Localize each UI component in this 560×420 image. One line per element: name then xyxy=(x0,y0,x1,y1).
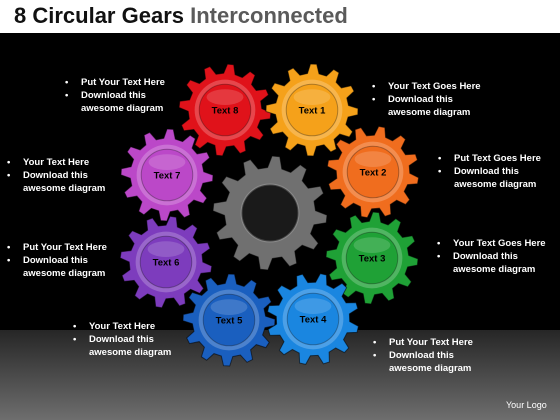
callout-line: Download this xyxy=(64,89,165,102)
page-title: 8 Circular Gears Interconnected xyxy=(14,3,348,29)
gear-text-5-label: Text 5 xyxy=(216,316,243,327)
gear-text-1-shine xyxy=(293,89,331,105)
callout-line: awesome diagram xyxy=(89,347,172,358)
callout-left-upper: Your Text Here Download this awesome dia… xyxy=(6,156,105,195)
callout-line: awesome diagram xyxy=(453,264,536,275)
gear-text-7-hub xyxy=(140,148,194,202)
callout-line: Put Your Text Here xyxy=(6,241,107,254)
header-bar: 8 Circular Gears Interconnected xyxy=(0,0,560,33)
callout-line: Put Your Text Here xyxy=(372,336,473,349)
gear-center-hole xyxy=(241,184,299,242)
callout-bottom-left: Your Text Here Download this awesome dia… xyxy=(72,320,171,359)
title-main: 8 Circular Gears xyxy=(14,3,184,28)
gear-center-rim xyxy=(240,183,300,243)
logo-text: Your Logo xyxy=(506,400,547,410)
callout-line: Your Text Here xyxy=(72,320,171,333)
gear-text-6: Text 6 xyxy=(119,215,213,309)
callout-line: Download this xyxy=(436,250,546,263)
gear-text-3-label: Text 3 xyxy=(359,254,386,265)
callout-line: Your Text Goes Here xyxy=(436,237,546,250)
callout-line: awesome diagram xyxy=(454,179,537,190)
gear-text-5-hub xyxy=(202,293,256,347)
gear-text-4-shine xyxy=(294,298,332,314)
title-sub: Interconnected xyxy=(190,3,348,28)
gear-text-7-label: Text 7 xyxy=(154,171,181,182)
callout-line: awesome diagram xyxy=(389,363,472,374)
gear-center xyxy=(212,155,328,271)
callout-top-right: Your Text Goes Here Download this awesom… xyxy=(371,80,481,119)
gear-text-4-hub xyxy=(286,292,340,346)
callout-bottom-right: Put Your Text Here Download this awesome… xyxy=(372,336,473,375)
callout-line: awesome diagram xyxy=(23,268,106,279)
gear-text-1: Text 1 xyxy=(265,63,359,157)
callout-right-lower: Your Text Goes Here Download this awesom… xyxy=(436,237,546,276)
gear-text-5: Text 5 xyxy=(182,273,276,367)
callout-line: Download this xyxy=(6,254,107,267)
gear-text-7-shine xyxy=(148,154,186,170)
callout-line: Download this xyxy=(372,349,473,362)
callout-line: Your Text Goes Here xyxy=(371,80,481,93)
gear-text-1-hub xyxy=(285,83,339,137)
gear-text-6-label: Text 6 xyxy=(153,258,180,269)
gear-text-8-label: Text 8 xyxy=(212,106,239,117)
gear-text-3-hub xyxy=(345,231,399,285)
gear-text-6-hub xyxy=(139,235,193,289)
gear-text-4: Text 4 xyxy=(267,273,359,365)
gear-text-4-label: Text 4 xyxy=(300,315,327,326)
gear-text-7: Text 7 xyxy=(120,128,214,222)
gear-text-5-shine xyxy=(210,299,248,315)
callout-line: awesome diagram xyxy=(23,183,106,194)
callout-right-upper: Put Text Goes Here Download this awesome… xyxy=(437,152,541,191)
callout-line: Download this xyxy=(437,165,541,178)
callout-line: awesome diagram xyxy=(388,107,471,118)
gear-text-2: Text 2 xyxy=(326,125,420,219)
callout-line: Download this xyxy=(371,93,481,106)
callout-line: Download this xyxy=(72,333,171,346)
gear-text-3: Text 3 xyxy=(325,211,419,305)
gear-text-8: Text 8 xyxy=(178,63,272,157)
gear-text-2-hub xyxy=(346,145,400,199)
callout-line: Put Your Text Here xyxy=(64,76,165,89)
callout-line: Download this xyxy=(6,169,105,182)
callout-left-lower: Put Your Text Here Download this awesome… xyxy=(6,241,107,280)
callout-line: Your Text Here xyxy=(6,156,105,169)
gear-text-3-shine xyxy=(353,237,391,253)
gear-text-2-shine xyxy=(354,151,392,167)
gear-text-8-hub xyxy=(198,83,252,137)
gear-text-2-label: Text 2 xyxy=(360,168,387,179)
gear-text-6-shine xyxy=(147,241,185,257)
gear-text-1-label: Text 1 xyxy=(299,106,326,117)
gear-text-8-shine xyxy=(206,89,244,105)
callout-line: awesome diagram xyxy=(81,103,164,114)
callout-line: Put Text Goes Here xyxy=(437,152,541,165)
callout-top-left: Put Your Text Here Download this awesome… xyxy=(64,76,165,115)
